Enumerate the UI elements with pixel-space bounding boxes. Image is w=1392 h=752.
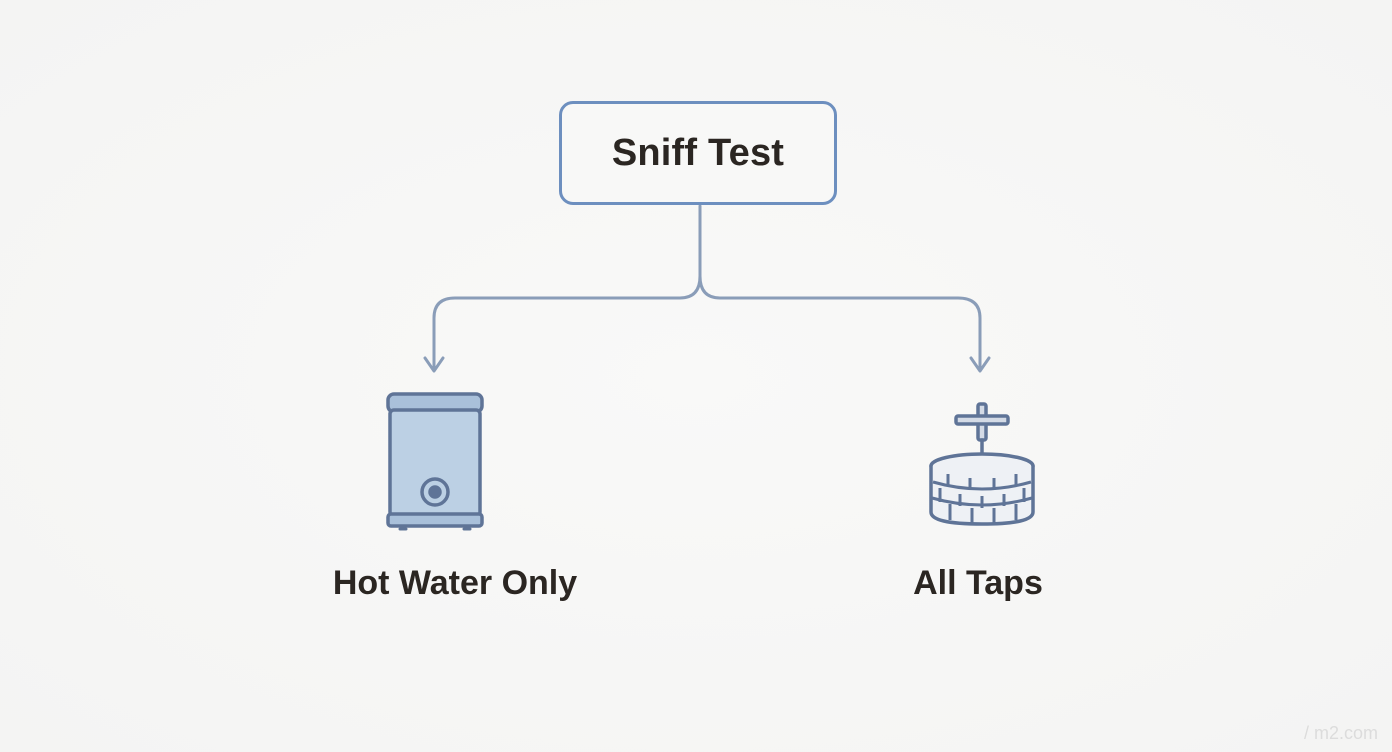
root-node-sniff-test: Sniff Test — [559, 101, 837, 205]
well-icon — [929, 402, 1035, 526]
connector-trunk — [432, 204, 702, 370]
watermark: / m2.com — [1303, 723, 1378, 743]
connector-right — [698, 274, 982, 370]
branch-label-all-taps: All Taps — [913, 564, 1043, 602]
root-node-label: Sniff Test — [611, 131, 785, 174]
arrowhead-left — [423, 356, 445, 373]
water-heater-icon — [386, 392, 484, 531]
arrowhead-right — [969, 356, 991, 373]
branch-label-hot-water-only: Hot Water Only — [332, 564, 578, 602]
